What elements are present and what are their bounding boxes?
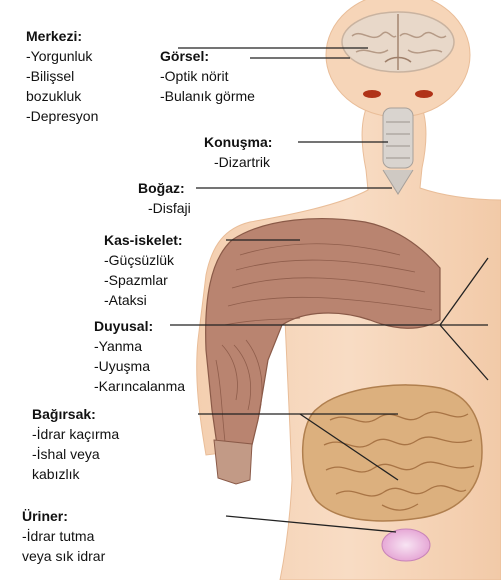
label-visual-heading: Görsel: (160, 46, 255, 66)
label-musculoskeletal-item-1: -Güçsüzlük (104, 250, 183, 270)
label-bowel: Bağırsak: -İdrar kaçırma -İshal veya kab… (32, 404, 119, 484)
label-urinary: Üriner: -İdrar tutma veya sık idrar (22, 506, 105, 566)
label-musculoskeletal-item-2: -Spazmlar (104, 270, 183, 290)
label-central-item-4: -Depresyon (26, 106, 98, 126)
intestines (303, 385, 482, 521)
label-musculoskeletal-item-3: -Ataksi (104, 290, 183, 310)
label-central-item-1: -Yorgunluk (26, 46, 98, 66)
label-throat-heading: Boğaz: (138, 178, 191, 198)
label-bowel-item-3: kabızlık (32, 464, 119, 484)
bladder (382, 529, 430, 561)
label-bowel-heading: Bağırsak: (32, 404, 119, 424)
label-central-item-2: -Bilişsel (26, 66, 98, 86)
label-bowel-item-1: -İdrar kaçırma (32, 424, 119, 444)
label-visual-item-1: -Optik nörit (160, 66, 255, 86)
label-speech: Konuşma: -Dizartrik (204, 132, 272, 172)
label-sensory-item-2: -Uyuşma (94, 356, 185, 376)
label-urinary-heading: Üriner: (22, 506, 105, 526)
label-speech-heading: Konuşma: (204, 132, 272, 152)
label-central-heading: Merkezi: (26, 26, 98, 46)
label-urinary-item-2: veya sık idrar (22, 546, 105, 566)
brain (342, 12, 454, 72)
label-visual-item-2: -Bulanık görme (160, 86, 255, 106)
label-throat: Boğaz: -Disfaji (138, 178, 191, 218)
label-sensory: Duyusal: -Yanma -Uyuşma -Karıncalanma (94, 316, 185, 396)
label-musculoskeletal-heading: Kas-iskelet: (104, 230, 183, 250)
label-central-item-3: bozukluk (26, 86, 98, 106)
eye-right (415, 90, 433, 98)
label-urinary-item-1: -İdrar tutma (22, 526, 105, 546)
forearm (214, 440, 252, 484)
label-sensory-item-3: -Karıncalanma (94, 376, 185, 396)
label-throat-item-1: -Disfaji (138, 198, 191, 218)
label-musculoskeletal: Kas-iskelet: -Güçsüzlük -Spazmlar -Ataks… (104, 230, 183, 310)
label-central: Merkezi: -Yorgunluk -Bilişsel bozukluk -… (26, 26, 98, 126)
label-sensory-item-1: -Yanma (94, 336, 185, 356)
label-visual: Görsel: -Optik nörit -Bulanık görme (160, 46, 255, 106)
label-speech-item-1: -Dizartrik (204, 152, 272, 172)
eye-left (363, 90, 381, 98)
label-bowel-item-2: -İshal veya (32, 444, 119, 464)
label-sensory-heading: Duyusal: (94, 316, 185, 336)
